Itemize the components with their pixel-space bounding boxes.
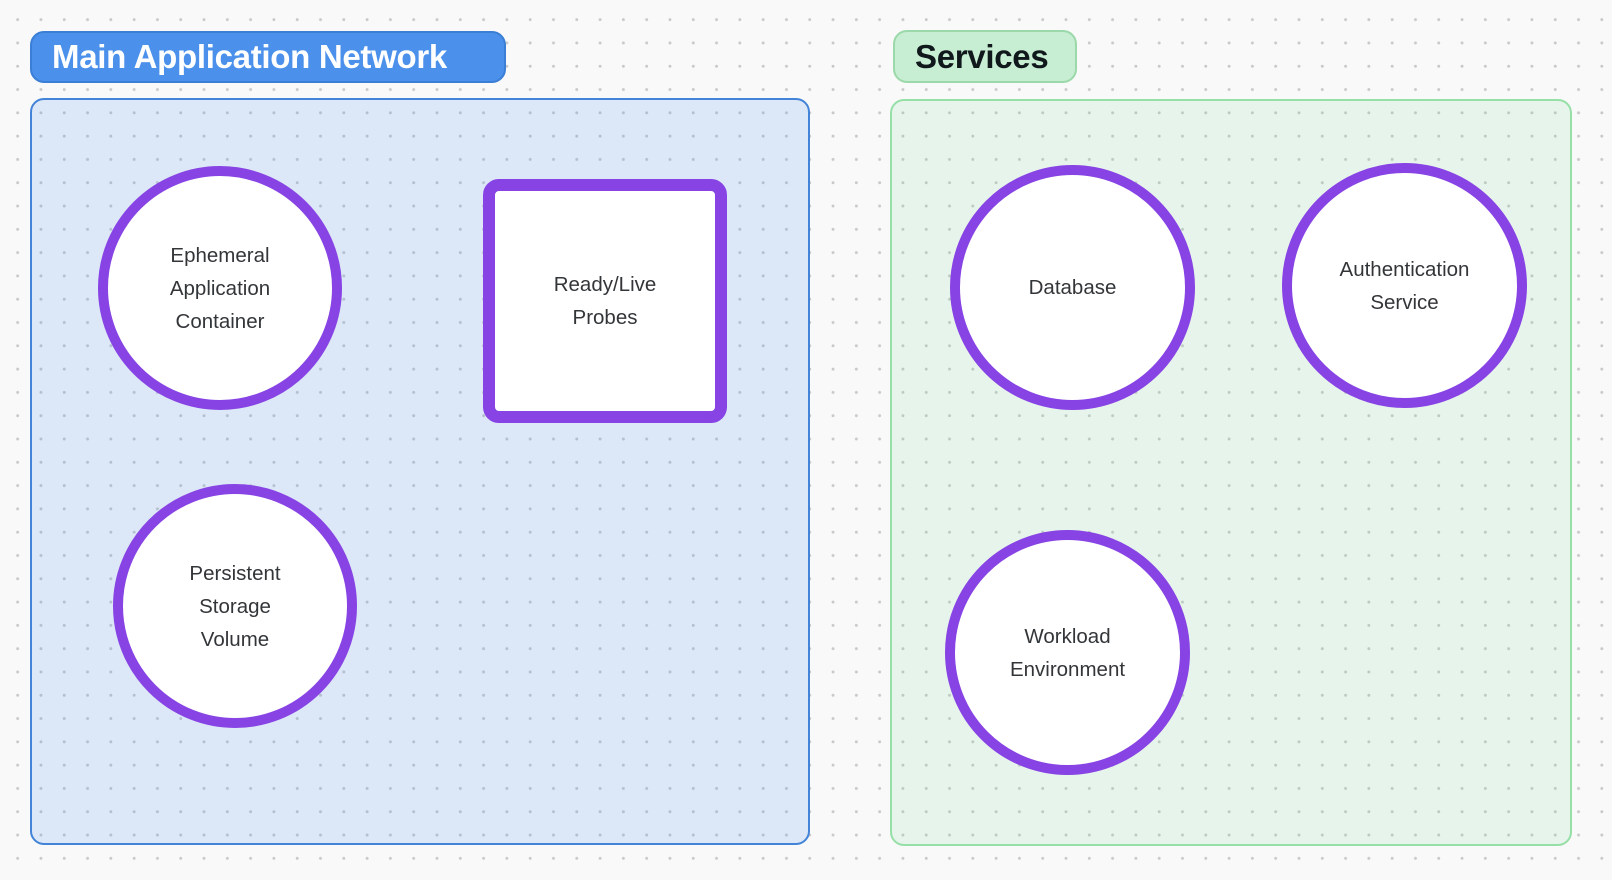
node-label-line: Authentication — [1339, 257, 1470, 281]
node-ready-live-probes[interactable]: Ready/Live Probes — [483, 179, 727, 423]
node-label-line: Ready/Live — [553, 273, 657, 296]
node-ephemeral-application-container[interactable]: Ephemeral Application Container — [98, 166, 342, 410]
node-label-line: Workload — [1024, 624, 1111, 648]
node-database[interactable]: Database — [950, 165, 1195, 410]
group-label-main-application-network[interactable]: Main Application Network — [30, 31, 506, 83]
node-label-line: Container — [175, 309, 265, 333]
node-label-line: Persistent — [189, 561, 281, 585]
node-authentication-service[interactable]: Authentication Service — [1282, 163, 1527, 408]
node-label-line: Probes — [572, 306, 638, 329]
node-persistent-storage-volume[interactable]: Persistent Storage Volume — [113, 484, 357, 728]
node-label-line: Service — [1370, 290, 1439, 314]
node-label-line: Ephemeral — [170, 243, 270, 267]
node-workload-environment[interactable]: Workload Environment — [945, 530, 1190, 775]
node-label-line: Database — [1028, 276, 1117, 299]
group-label-text: Services — [915, 37, 1049, 75]
node-label-line: Environment — [1009, 657, 1126, 681]
node-label-line: Application — [169, 276, 271, 300]
node-label-line: Storage — [199, 594, 271, 618]
group-label-services[interactable]: Services — [893, 30, 1077, 83]
node-label-line: Volume — [200, 627, 270, 651]
group-label-text: Main Application Network — [52, 38, 447, 75]
